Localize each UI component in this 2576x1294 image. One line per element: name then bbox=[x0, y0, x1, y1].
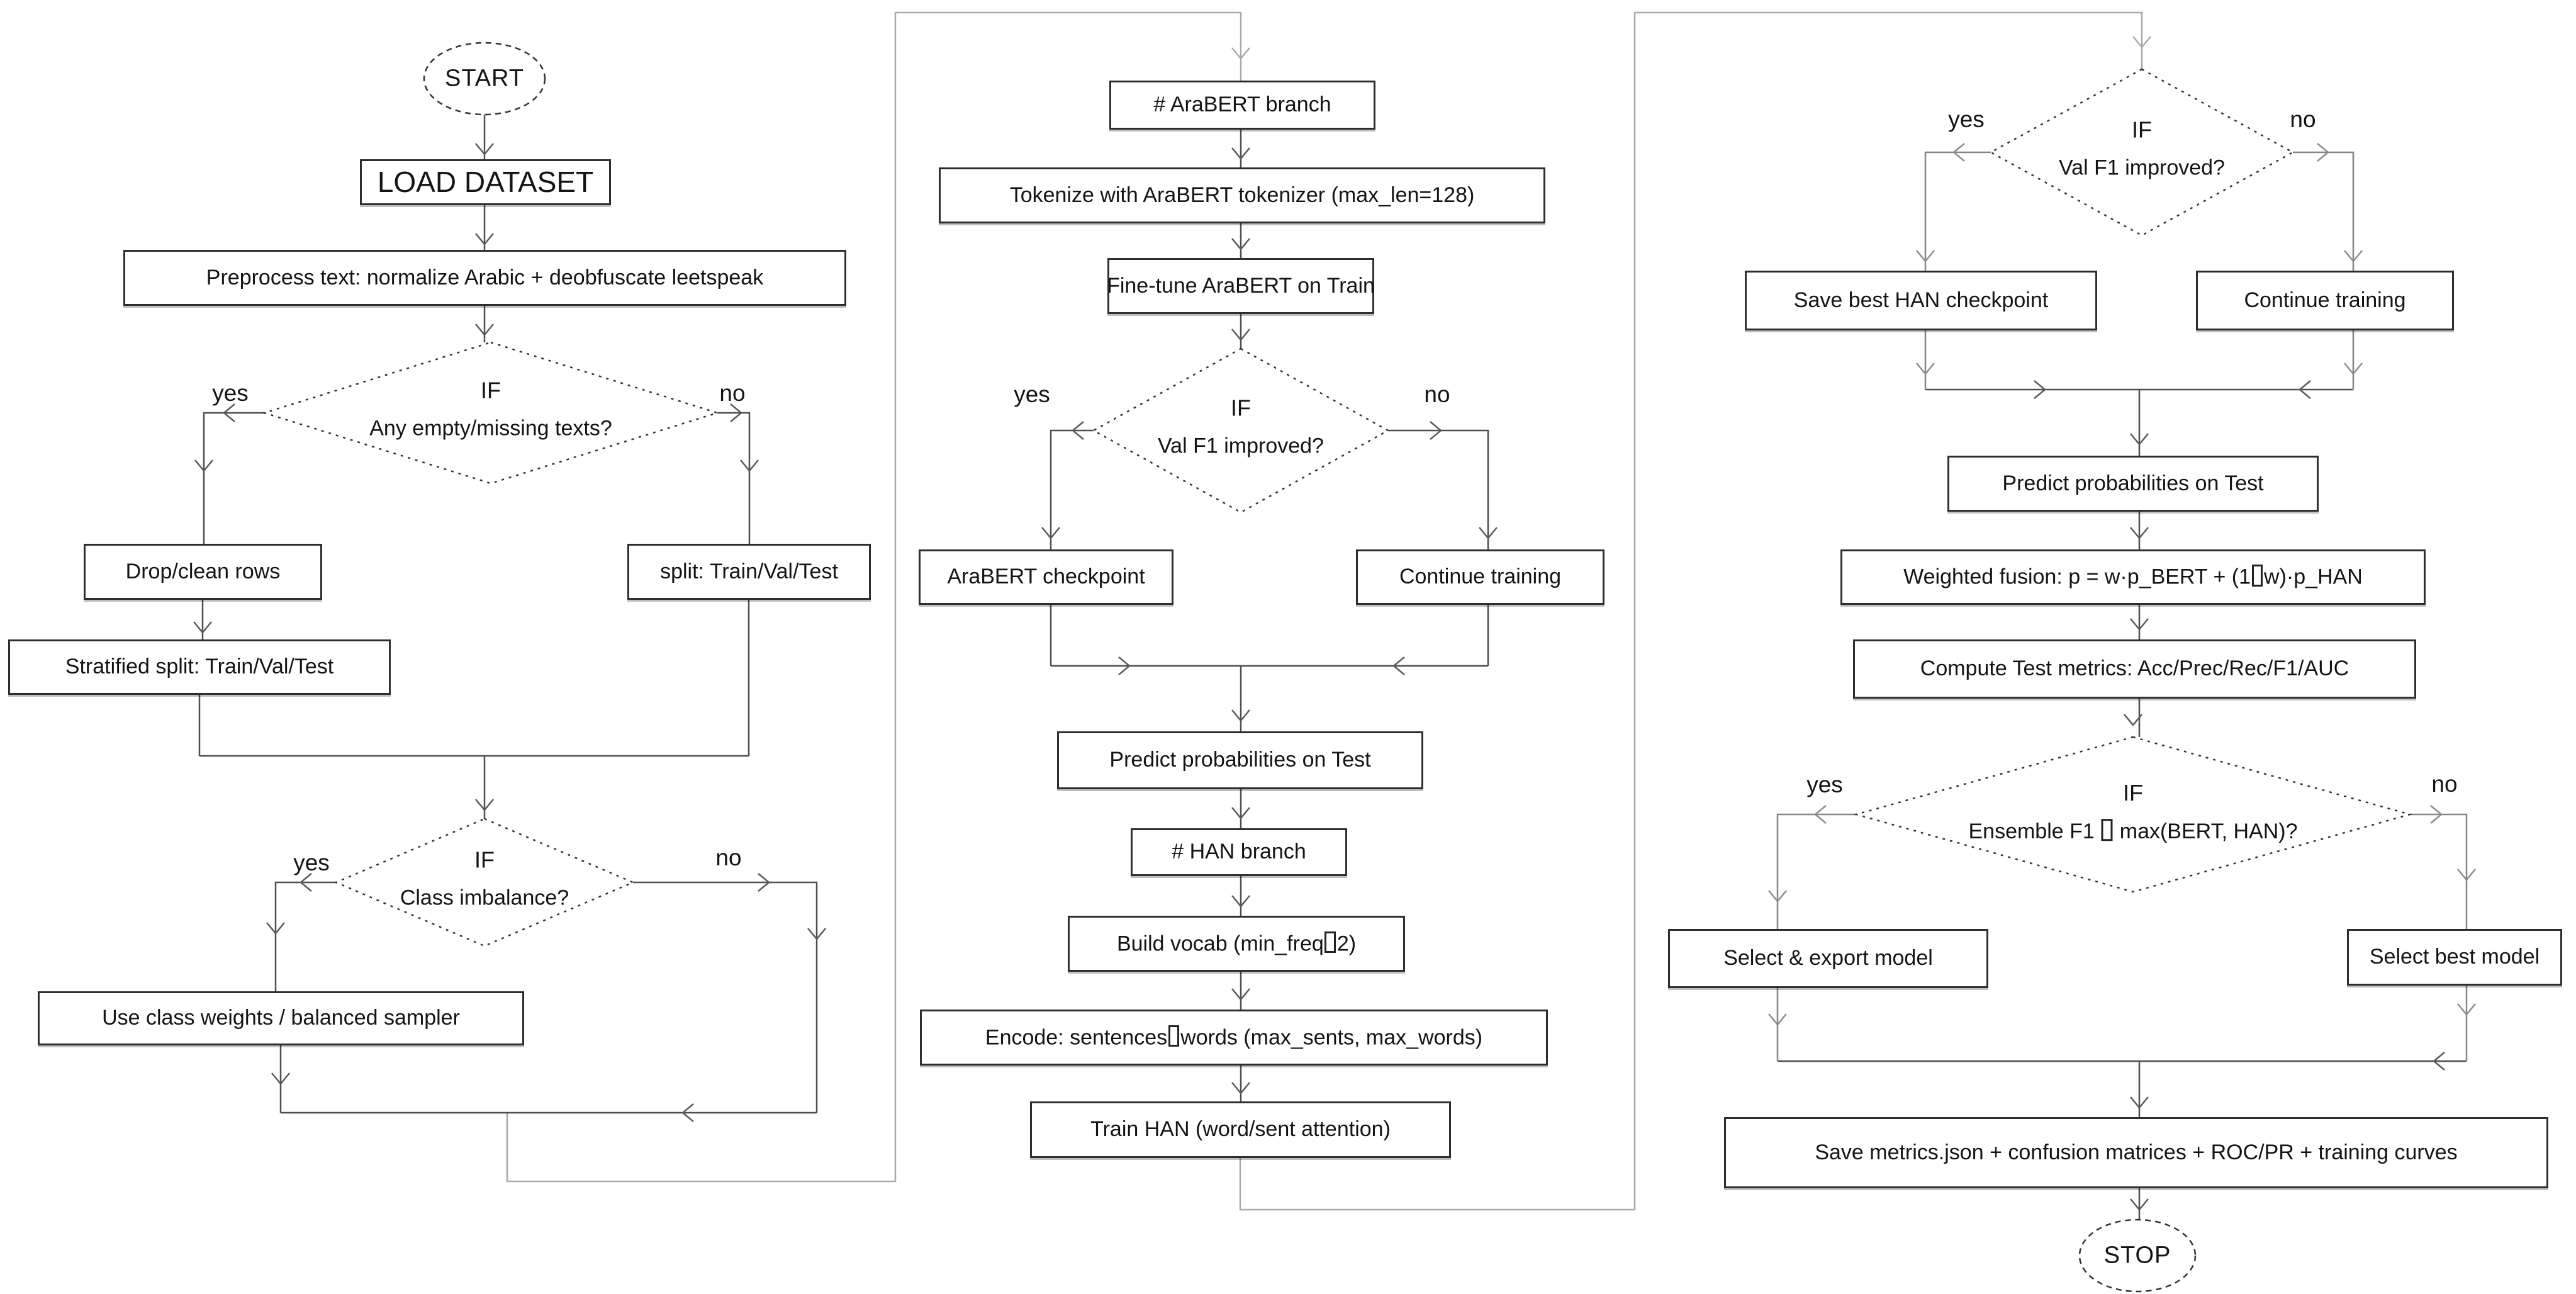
decision-class-imbalance-shape bbox=[333, 818, 636, 947]
node-continue-training-mid: Continue training bbox=[1356, 549, 1604, 605]
node-label: Select best model bbox=[2369, 945, 2540, 969]
node-label: # HAN branch bbox=[1172, 840, 1306, 864]
missing-glyph-box bbox=[1168, 1025, 1180, 1047]
node-save-outputs: Save metrics.json + confusion matrices +… bbox=[1724, 1117, 2548, 1188]
label-yes-val-f1-right: yes bbox=[1948, 106, 1985, 132]
decision-val-f1-right: IF Val F1 improved? bbox=[2059, 117, 2225, 181]
node-label: Drop/clean rows bbox=[125, 559, 281, 583]
decision-question: Val F1 improved? bbox=[1158, 434, 1324, 458]
missing-glyph-box bbox=[2101, 819, 2113, 841]
node-drop-clean-rows: Drop/clean rows bbox=[84, 544, 322, 600]
node-predict-test-right: Predict probabilities on Test bbox=[1947, 456, 2319, 512]
arrowheads-dark bbox=[193, 143, 2445, 1211]
decision-empty-texts: IF Any empty/missing texts? bbox=[369, 378, 612, 441]
decision-keyword: IF bbox=[1231, 395, 1251, 421]
decision-empty-texts-shape bbox=[261, 341, 720, 485]
decision-ensemble-f1-shape bbox=[1853, 736, 2413, 893]
start-terminal-shape bbox=[423, 42, 546, 116]
node-label: Continue training bbox=[1399, 565, 1562, 589]
decision-question: Class imbalance? bbox=[400, 886, 569, 910]
label-no-empty-texts: no bbox=[719, 380, 746, 406]
node-label: Select & export model bbox=[1723, 946, 1933, 970]
node-label: Tokenize with AraBERT tokenizer (max_len… bbox=[1009, 183, 1475, 207]
missing-glyph-box bbox=[2251, 565, 2263, 587]
node-label: Fine-tune AraBERT on Train bbox=[1107, 273, 1375, 298]
node-label: Predict probabilities on Test bbox=[2002, 471, 2264, 495]
node-label: Save best HAN checkpoint bbox=[1793, 288, 2049, 312]
node-label: Stratified split: Train/Val/Test bbox=[65, 655, 334, 679]
label-yes-val-f1-mid: yes bbox=[1014, 381, 1050, 407]
arrowheads-gray bbox=[1768, 143, 2476, 1026]
node-han-branch: # HAN branch bbox=[1131, 828, 1347, 876]
node-label: AraBERT checkpoint bbox=[947, 565, 1145, 589]
node-label: Predict probabilities on Test bbox=[1109, 748, 1371, 772]
node-label: Train HAN (word/sent attention) bbox=[1090, 1117, 1391, 1142]
label-yes-class-imbalance: yes bbox=[293, 850, 330, 875]
node-label: # AraBERT branch bbox=[1153, 93, 1331, 117]
node-select-best: Select best model bbox=[2347, 929, 2562, 986]
decision-ensemble-f1: IF Ensemble F1 max(BERT, HAN)? bbox=[1968, 780, 2297, 844]
label-no-val-f1-right: no bbox=[2290, 106, 2316, 132]
node-label: Use class weights / balanced sampler bbox=[102, 1006, 460, 1030]
decision-keyword: IF bbox=[2123, 780, 2143, 806]
routing-middle-to-right bbox=[1239, 11, 2143, 1211]
missing-glyph-box bbox=[1324, 931, 1336, 954]
node-predict-test-mid: Predict probabilities on Test bbox=[1057, 731, 1423, 789]
node-save-han-checkpoint: Save best HAN checkpoint bbox=[1745, 271, 2097, 330]
decision-keyword: IF bbox=[2132, 116, 2152, 143]
decision-question: Val F1 improved? bbox=[2059, 155, 2225, 180]
node-label: Preprocess text: normalize Arabic + deob… bbox=[206, 265, 764, 290]
node-tokenize: Tokenize with AraBERT tokenizer (max_len… bbox=[939, 167, 1545, 223]
node-label: split: Train/Val/Test bbox=[660, 559, 838, 583]
decision-val-f1-mid: IF Val F1 improved? bbox=[1158, 395, 1324, 459]
node-arabert-checkpoint: AraBERT checkpoint bbox=[919, 549, 1173, 605]
routing-left-to-middle bbox=[506, 11, 1242, 1183]
node-preprocess: Preprocess text: normalize Arabic + deob… bbox=[123, 250, 846, 306]
node-compute-metrics: Compute Test metrics: Acc/Prec/Rec/F1/AU… bbox=[1853, 639, 2416, 699]
stop-terminal-label: STOP bbox=[2103, 1242, 2171, 1269]
node-load-dataset: LOAD DATASET bbox=[360, 159, 611, 205]
node-finetune-arabert: Fine-tune AraBERT on Train bbox=[1107, 258, 1375, 314]
label-no-class-imbalance: no bbox=[715, 845, 742, 870]
node-label: Compute Test metrics: Acc/Prec/Rec/F1/AU… bbox=[1920, 656, 2349, 681]
node-split-train-val-test: split: Train/Val/Test bbox=[627, 544, 871, 600]
label-no-ensemble-f1: no bbox=[2431, 771, 2458, 797]
label-yes-empty-texts: yes bbox=[212, 380, 249, 406]
start-terminal-label: START bbox=[444, 65, 525, 92]
node-class-weights: Use class weights / balanced sampler bbox=[38, 991, 524, 1045]
decision-keyword: IF bbox=[480, 377, 501, 403]
node-arabert-branch: # AraBERT branch bbox=[1109, 81, 1375, 130]
node-continue-training-right: Continue training bbox=[2196, 271, 2454, 330]
decision-val-f1-right-shape bbox=[1989, 68, 2295, 237]
decision-question: Ensemble F1 max(BERT, HAN)? bbox=[1968, 819, 2298, 843]
decision-class-imbalance: IF Class imbalance? bbox=[400, 847, 569, 911]
label-yes-ensemble-f1: yes bbox=[1806, 772, 1843, 797]
node-train-han: Train HAN (word/sent attention) bbox=[1030, 1101, 1451, 1158]
node-select-export: Select & export model bbox=[1668, 929, 1988, 988]
decision-question: Any empty/missing texts? bbox=[369, 416, 612, 441]
label-no-val-f1-mid: no bbox=[1424, 381, 1450, 407]
decision-val-f1-mid-shape bbox=[1092, 347, 1390, 514]
node-stratified-split: Stratified split: Train/Val/Test bbox=[8, 639, 391, 695]
arrowheads-light bbox=[1231, 36, 2151, 60]
node-label: LOAD DATASET bbox=[377, 166, 594, 199]
node-label: Save metrics.json + confusion matrices +… bbox=[1815, 1140, 2458, 1164]
stop-terminal-shape bbox=[2078, 1218, 2197, 1293]
node-label: Continue training bbox=[2244, 288, 2406, 312]
decision-keyword: IF bbox=[474, 847, 495, 873]
